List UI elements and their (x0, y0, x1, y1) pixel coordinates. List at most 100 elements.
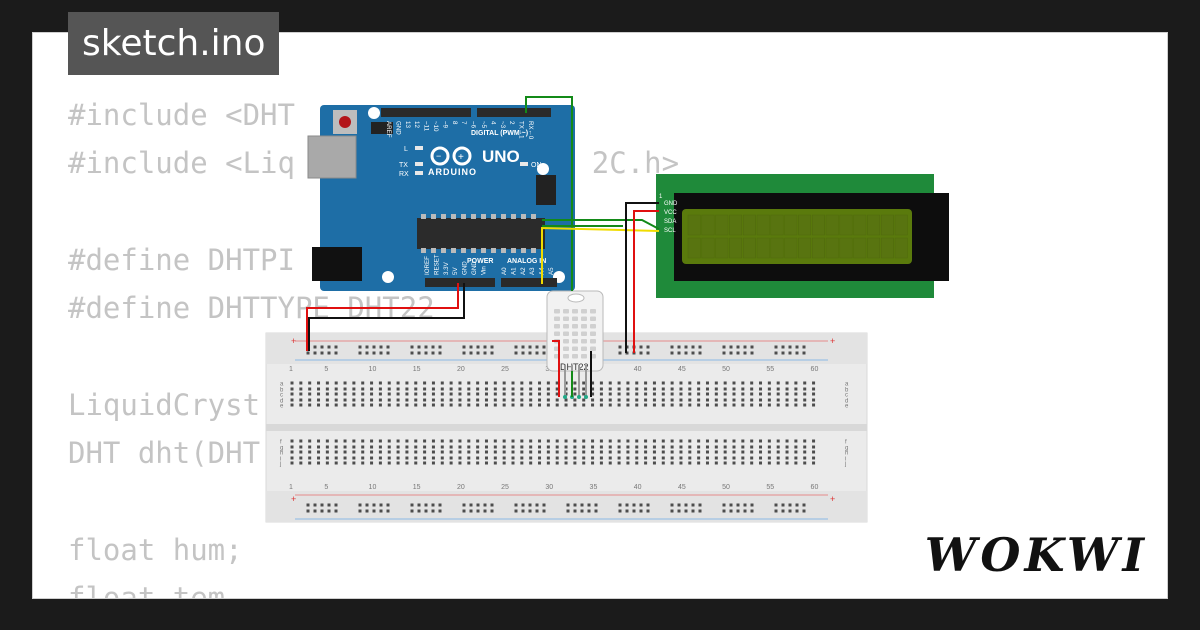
code-line: #define DHTPI (68, 242, 295, 277)
column-number: 50 (722, 484, 730, 491)
row-letter: e (845, 404, 849, 410)
digital-pin-label: GND (394, 121, 401, 135)
led-l (415, 146, 423, 150)
digital-pin-label: ~9 (441, 121, 448, 129)
wire-gnd-black[interactable] (308, 283, 465, 351)
rail-plus-icon: + (830, 336, 835, 346)
row-letter: d (280, 399, 283, 405)
wire-sda-green[interactable] (542, 219, 660, 230)
column-number: 15 (413, 366, 421, 373)
preview-card: #include <DHT#include <Liq 2C.h>#define … (32, 32, 1168, 599)
digital-header[interactable] (477, 108, 551, 117)
wire-data-green[interactable] (525, 96, 573, 291)
lcd-pin-scl: SCL (664, 228, 676, 234)
row-letter: b (280, 388, 284, 394)
digital-pin-label: RX←0 (527, 121, 534, 140)
analog-header[interactable] (501, 278, 557, 287)
wokwi-logo: WOKWI (924, 528, 1148, 582)
row-letter: b (845, 388, 849, 394)
plus-glyph: + (458, 152, 464, 163)
power-pin-label: 3.3V (443, 261, 450, 275)
wires[interactable] (306, 96, 660, 397)
code-line: #include <Liq 2C.h> (68, 146, 680, 181)
digital-pin-label: 7 (460, 121, 467, 125)
row-letter: h (280, 451, 283, 457)
analog-pin-label: A0 (501, 267, 508, 275)
digital-pin-label: ~10 (432, 121, 439, 132)
wire-lcd-gnd-black[interactable] (625, 202, 659, 353)
sensor-label: DHT22 (560, 362, 589, 372)
power-pin-label: Vin (480, 266, 487, 275)
row-letter: a (845, 382, 849, 388)
lcd-display[interactable]: 1 GND VCC SDA SCL (656, 174, 949, 298)
digital-pin-label: 8 (451, 121, 458, 125)
row-letter: h (845, 451, 848, 457)
power-label: POWER (467, 258, 493, 265)
wire-5v-red[interactable] (306, 283, 459, 351)
mount-hole (368, 107, 380, 119)
dht22-sensor[interactable]: DHT22 (546, 290, 604, 399)
digital-header[interactable] (381, 108, 471, 117)
rail-plus-icon: + (291, 336, 296, 346)
digital-pin-label: ~5 (480, 121, 487, 129)
code-line: LiquidCryst (68, 387, 261, 422)
analog-pin-label: A2 (520, 267, 527, 275)
wire-sensor-vcc-red[interactable] (552, 340, 560, 397)
column-number: 45 (678, 484, 686, 491)
column-number: 55 (766, 366, 774, 373)
code-line: DHT dht(DHT (68, 436, 261, 471)
led-label-rx: RX (399, 171, 409, 178)
atmega-chip (417, 218, 545, 249)
power-pin-label: GND (462, 261, 469, 275)
column-number: 15 (413, 484, 421, 491)
power-header[interactable] (425, 278, 495, 287)
row-letter: c (280, 393, 283, 399)
circuit-diagram: + + + + 11551010151520202525303035354040… (265, 96, 949, 523)
row-letter: a (280, 382, 284, 388)
row-letter: f (845, 440, 847, 446)
rail-plus-icon: + (830, 494, 835, 504)
wire-scl-yellow[interactable] (541, 226, 660, 284)
analog-pin-label: A1 (510, 267, 517, 275)
icsp-header (371, 122, 393, 134)
lcd-corner-label: 1 (659, 194, 663, 200)
lcd-pin-vcc: VCC (664, 210, 677, 216)
code-editor[interactable]: #include <DHT#include <Liq 2C.h>#define … (68, 91, 679, 598)
led-on (520, 162, 528, 166)
power-pin-label: GND (471, 261, 478, 275)
column-number: 40 (634, 484, 642, 491)
row-letter: e (280, 404, 284, 410)
mount-hole (382, 271, 394, 283)
power-jack (312, 247, 362, 281)
analog-pin-label: A3 (529, 267, 536, 275)
column-number: 10 (369, 366, 377, 373)
reset-button-cap[interactable] (339, 116, 351, 128)
digital-pin-label: AREF (385, 121, 392, 138)
column-number: 25 (501, 484, 509, 491)
column-number: 40 (634, 366, 642, 373)
breadboard-holes[interactable] (290, 345, 816, 513)
row-letter: g (280, 446, 283, 452)
row-letter: g (845, 446, 848, 452)
digital-pin-label: ~3 (499, 121, 506, 129)
lcd-pin-sda: SDA (664, 219, 676, 225)
digital-pin-label: 2 (508, 121, 515, 125)
file-tab[interactable]: sketch.ino (68, 12, 280, 75)
code-line: float tem (68, 580, 226, 598)
arduino-uno-board[interactable]: DIGITAL (PWM ~) UNO ARDUINO − + L TX RX … (307, 105, 575, 291)
wire-vcc-red[interactable] (633, 210, 659, 353)
analog-pin-label: A5 (548, 267, 555, 275)
icsp-header (536, 175, 556, 205)
infinity-logo-icon (430, 146, 472, 166)
power-pin-label: 5V (452, 267, 459, 275)
power-pin-label: RESET (433, 254, 440, 275)
digital-label: DIGITAL (PWM ~) (471, 130, 528, 137)
column-number: 45 (678, 366, 686, 373)
digital-pin-label: ~11 (423, 121, 430, 132)
digital-pin-label: TX→1 (518, 121, 525, 139)
lcd-character-cells (687, 214, 908, 259)
arduino-label: ARDUINO (428, 167, 477, 177)
column-number: 1 (289, 484, 293, 491)
